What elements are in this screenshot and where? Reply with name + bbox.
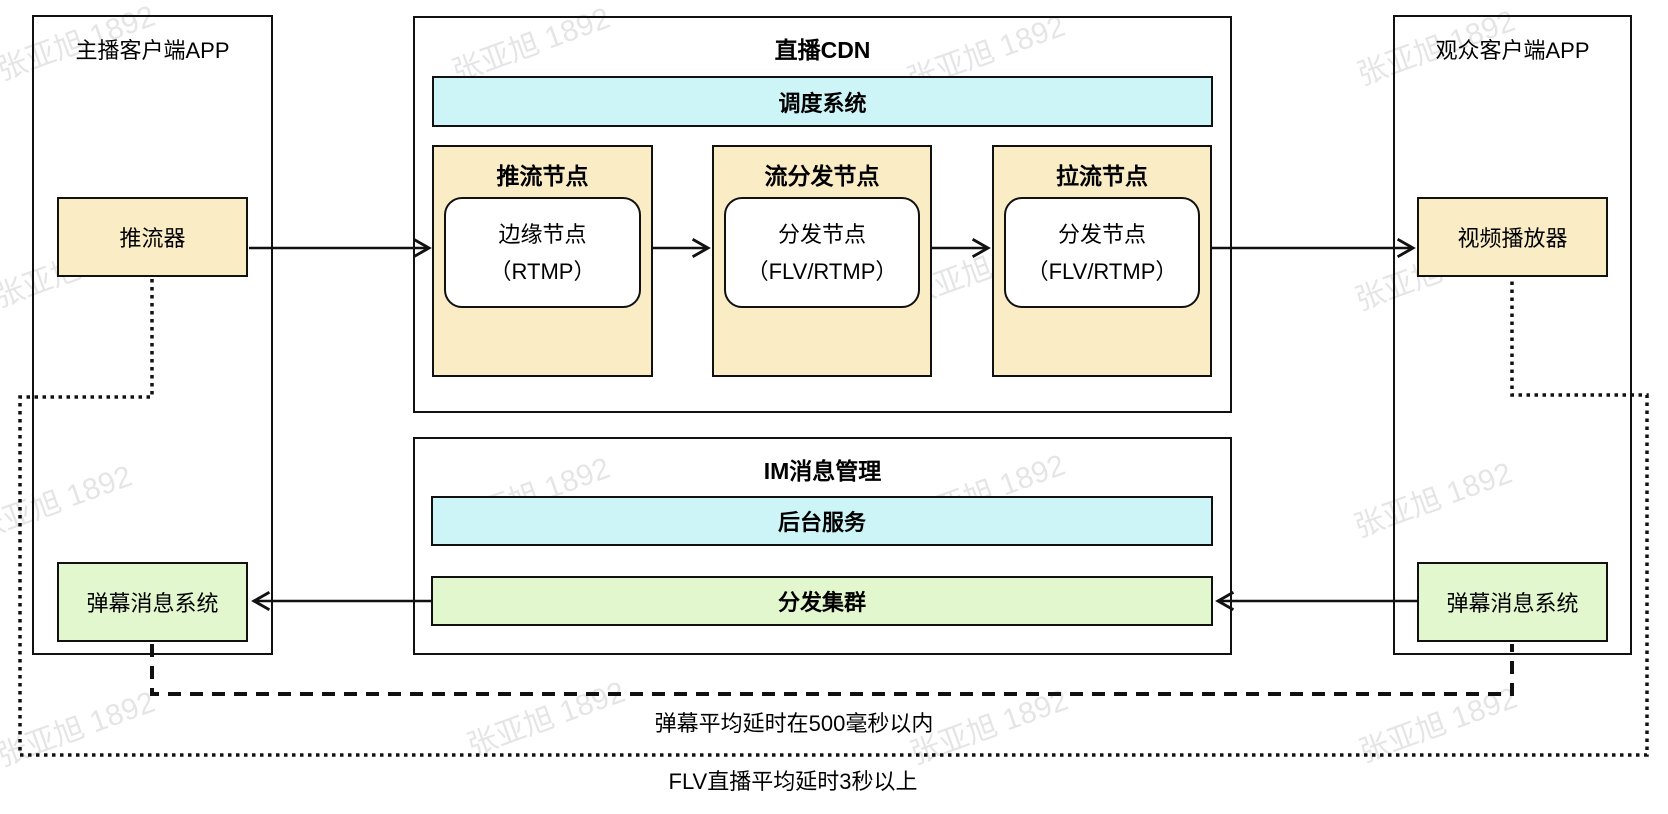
- backend-service-bar: 后台服务: [431, 496, 1213, 546]
- video-player-box: 视频播放器: [1417, 197, 1608, 277]
- anchor-app-container: 主播客户端APP: [32, 15, 273, 655]
- cdn-title: 直播CDN: [774, 37, 871, 63]
- edge-pull-node-line1: 分发节点: [1057, 221, 1146, 247]
- anchor-danmaku-label: 弹幕消息系统: [86, 591, 219, 616]
- scheduler-label: 调度系统: [778, 90, 867, 116]
- watermark: 张亚旭 1892: [0, 685, 160, 774]
- edge-pull-node-box: 拉流节点 分发节点 （FLV/RTMP）: [992, 145, 1212, 377]
- backend-service-label: 后台服务: [777, 510, 866, 535]
- relay-node-title: 流分发节点: [764, 163, 880, 189]
- watermark: 张亚旭 1892: [1354, 681, 1522, 770]
- im-title: IM消息管理: [763, 458, 882, 484]
- edge-pull-node-title: 拉流节点: [1056, 163, 1148, 189]
- pusher-box: 推流器: [57, 197, 248, 277]
- anchor-danmaku-box: 弹幕消息系统: [57, 562, 248, 642]
- edge-pull-node-inner: 分发节点 （FLV/RTMP）: [1004, 197, 1200, 308]
- ingest-node-title: 推流节点: [496, 163, 589, 189]
- viewer-danmaku-label: 弹幕消息系统: [1446, 591, 1579, 616]
- anchor-app-title: 主播客户端APP: [75, 38, 230, 63]
- viewer-app-title: 观众客户端APP: [1435, 38, 1590, 63]
- ingest-node-line1: 边缘节点: [498, 221, 587, 247]
- relay-node-inner: 分发节点 （FLV/RTMP）: [724, 197, 920, 308]
- edge-pull-node-line2: （FLV/RTMP）: [1026, 258, 1178, 284]
- relay-node-line2: （FLV/RTMP）: [746, 258, 898, 284]
- dispatch-cluster-bar: 分发集群: [431, 576, 1213, 626]
- relay-node-box: 流分发节点 分发节点 （FLV/RTMP）: [712, 145, 932, 377]
- ingest-node-inner: 边缘节点 （RTMP）: [444, 197, 641, 308]
- viewer-danmaku-box: 弹幕消息系统: [1417, 562, 1608, 642]
- dispatch-cluster-label: 分发集群: [777, 590, 866, 615]
- video-player-label: 视频播放器: [1457, 226, 1568, 251]
- ingest-node-line2: （RTMP）: [489, 258, 596, 284]
- danmaku-latency-label: 弹幕平均延时在500毫秒以内: [654, 711, 934, 736]
- viewer-app-container: 观众客户端APP: [1393, 15, 1632, 655]
- ingest-node-box: 推流节点 边缘节点 （RTMP）: [432, 145, 653, 377]
- flv-latency-label: FLV直播平均延时3秒以上: [668, 769, 918, 794]
- pusher-label: 推流器: [119, 226, 186, 251]
- relay-node-line1: 分发节点: [777, 221, 866, 247]
- scheduler-bar: 调度系统: [432, 76, 1213, 127]
